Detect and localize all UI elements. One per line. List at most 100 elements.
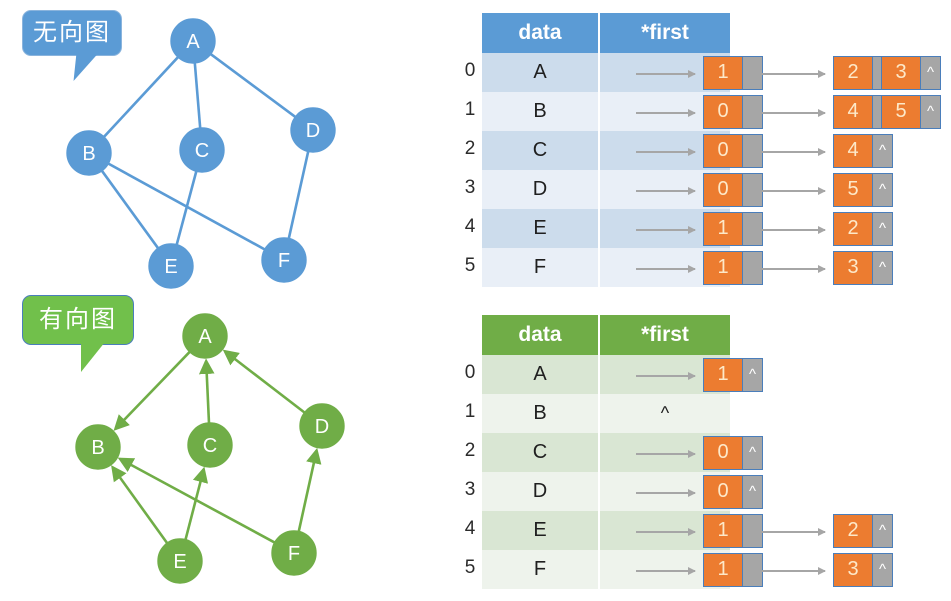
cell-first-pointer: ^ <box>600 394 730 433</box>
list-node-value: 1 <box>704 553 742 586</box>
list-node[interactable]: 1 <box>703 55 763 90</box>
list-node[interactable]: 0 <box>703 172 763 207</box>
table-row[interactable]: C <box>482 433 730 472</box>
column-header-first: *first <box>600 315 730 355</box>
row-index: 4 <box>464 517 476 539</box>
cell-gap <box>598 394 600 433</box>
list-node-pointer: ^ <box>872 553 892 586</box>
pointer-arrow <box>636 371 696 380</box>
graph-node-c[interactable]: C <box>187 422 233 468</box>
list-node-value: 3 <box>834 251 872 284</box>
cell-data: F <box>482 248 598 287</box>
graph-edge <box>193 58 202 133</box>
graph-node-circle <box>299 403 345 449</box>
cell-gap <box>598 433 600 472</box>
pointer-arrow <box>761 108 826 117</box>
list-node[interactable]: 0 <box>703 94 763 129</box>
graph-node-circle <box>182 313 228 359</box>
cell-gap <box>598 209 600 248</box>
graph-edge <box>286 147 311 243</box>
list-node-value: 0 <box>704 95 742 128</box>
list-node[interactable]: 1 <box>703 250 763 285</box>
list-node[interactable]: 0 <box>703 133 763 168</box>
list-node-value: 1 <box>704 212 742 245</box>
list-node[interactable]: 0^ <box>703 435 763 470</box>
graph-node-b[interactable]: B <box>75 424 121 470</box>
row-index: 0 <box>464 59 476 81</box>
graph-node-label: D <box>315 416 329 438</box>
list-node[interactable]: 0^ <box>703 474 763 509</box>
graph-node-label: E <box>173 551 186 573</box>
graph-node-circle <box>187 422 233 468</box>
cell-gap <box>598 511 600 550</box>
graph-node-f[interactable]: F <box>261 237 307 283</box>
graph-node-d[interactable]: D <box>290 107 336 153</box>
list-node-pointer: ^ <box>872 514 892 547</box>
row-index: 3 <box>464 176 476 198</box>
list-node[interactable]: 1 <box>703 513 763 548</box>
list-node[interactable]: 5^ <box>833 172 893 207</box>
graph-node-b[interactable]: B <box>66 130 112 176</box>
cell-data: A <box>482 355 598 394</box>
graph-edge <box>174 167 199 249</box>
graph-node-f[interactable]: F <box>271 530 317 576</box>
row-index: 5 <box>464 254 476 276</box>
list-node[interactable]: 1 <box>703 211 763 246</box>
cell-data: D <box>482 170 598 209</box>
list-node[interactable]: 4^ <box>833 133 893 168</box>
pointer-arrow <box>761 147 826 156</box>
undirected-graph-panel: A B C D E F 无向图 <box>0 0 460 300</box>
table-header-row: data*first <box>482 315 730 355</box>
graph-node-label: F <box>288 543 300 565</box>
graph-node-circle <box>261 237 307 283</box>
directed-graph-panel: A B C D E F 有向图 <box>0 0 460 601</box>
graph-node-label: A <box>198 326 212 348</box>
list-node-pointer: ^ <box>872 134 892 167</box>
table-header-row: data*first <box>482 13 730 53</box>
list-node[interactable]: 2^ <box>833 513 893 548</box>
graph-edge <box>183 466 209 544</box>
graph-node-d[interactable]: D <box>299 403 345 449</box>
graph-edge <box>113 348 194 431</box>
list-node-value: 2 <box>834 514 872 547</box>
pointer-arrow <box>636 186 696 195</box>
list-node-pointer <box>742 251 762 284</box>
graph-node-e[interactable]: E <box>157 538 203 584</box>
column-header-first: *first <box>600 13 730 53</box>
list-node-value: 3 <box>882 56 920 89</box>
pointer-arrow <box>761 264 826 273</box>
callout-directed: 有向图 <box>22 295 134 372</box>
list-node[interactable]: 1^ <box>703 357 763 392</box>
graph-node-circle <box>170 18 216 64</box>
null-pointer-symbol: ^ <box>660 403 670 423</box>
cell-data: F <box>482 550 598 589</box>
list-node[interactable]: 3^ <box>833 552 893 587</box>
callout-directed-label: 有向图 <box>39 306 117 333</box>
graph-edge <box>198 358 215 428</box>
pointer-arrow <box>636 566 696 575</box>
graph-node-e[interactable]: E <box>148 243 194 289</box>
graph-node-c[interactable]: C <box>179 127 225 173</box>
table-row[interactable]: B^ <box>482 394 730 433</box>
list-node-value: 5 <box>882 95 920 128</box>
cell-data: C <box>482 433 598 472</box>
graph-node-circle <box>290 107 336 153</box>
cell-gap <box>598 550 600 589</box>
list-node[interactable]: 3^ <box>881 55 941 90</box>
graph-node-a[interactable]: A <box>182 313 228 359</box>
list-node[interactable]: 2^ <box>833 211 893 246</box>
list-node[interactable]: 5^ <box>881 94 941 129</box>
graph-node-a[interactable]: A <box>170 18 216 64</box>
callout-tail-icon <box>81 342 113 372</box>
cell-gap <box>598 355 600 394</box>
cell-data: C <box>482 131 598 170</box>
list-node-pointer <box>742 514 762 547</box>
list-node-value: 2 <box>834 56 872 89</box>
undirected-graph-canvas: A B C D E F <box>66 18 336 289</box>
list-node-pointer: ^ <box>742 475 762 508</box>
list-node[interactable]: 3^ <box>833 250 893 285</box>
cell-gap <box>598 472 600 511</box>
callout-undirected-label: 无向图 <box>33 19 111 46</box>
list-node[interactable]: 1 <box>703 552 763 587</box>
